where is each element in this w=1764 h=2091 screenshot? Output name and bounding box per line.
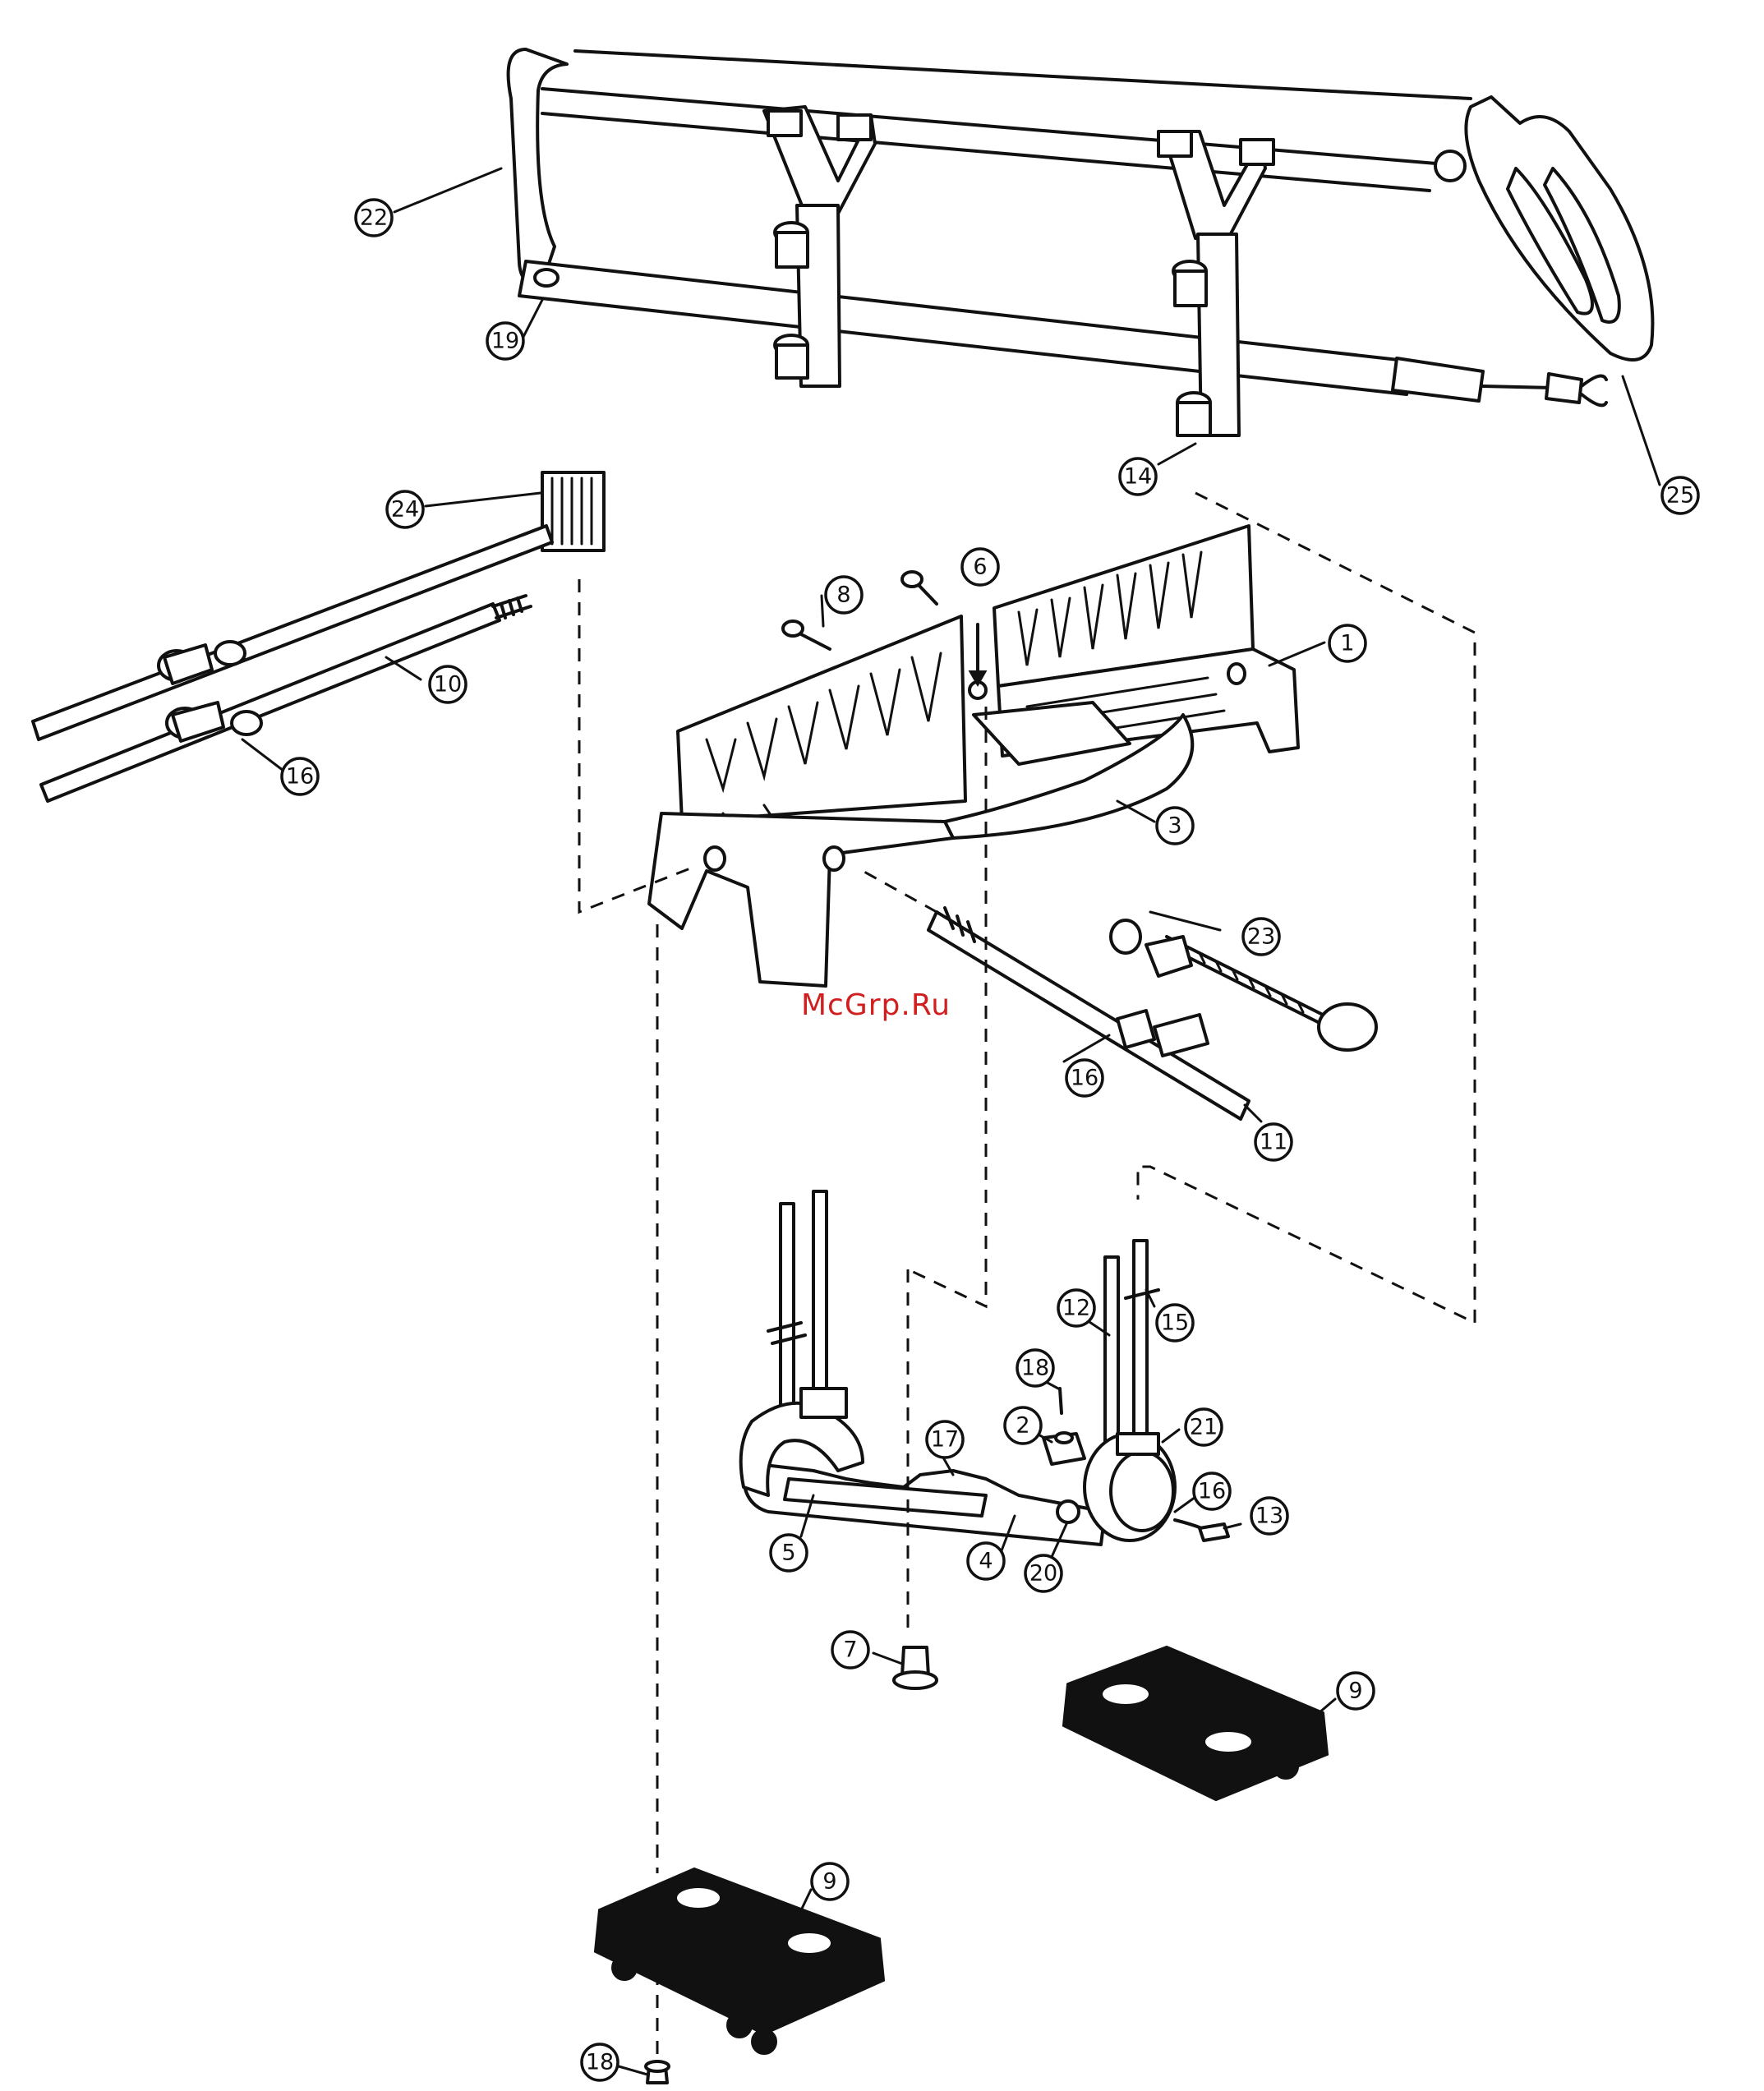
callout-label: 3	[1168, 813, 1181, 839]
callout-13: 13	[1251, 1498, 1287, 1534]
callout-17: 17	[927, 1421, 963, 1458]
callout-label: 4	[979, 1549, 993, 1574]
callout-label: 14	[1124, 464, 1152, 490]
callout-label: 9	[1348, 1679, 1362, 1704]
callout-2: 2	[1005, 1407, 1041, 1444]
callout-label: 20	[1029, 1561, 1057, 1587]
callout-10: 10	[430, 666, 466, 702]
callout-21: 21	[1186, 1409, 1222, 1445]
callout-18-upper: 18	[1017, 1350, 1053, 1386]
callout-label: 23	[1247, 924, 1275, 950]
callout-label: 7	[843, 1637, 857, 1663]
callout-16-left: 16	[282, 758, 318, 794]
callout-8: 8	[826, 577, 862, 613]
callout-label: 18	[1021, 1356, 1049, 1381]
callout-label: 6	[973, 555, 987, 580]
left-stop-rod-assembly	[33, 472, 604, 801]
callout-label: 11	[1260, 1130, 1287, 1155]
callout-15: 15	[1157, 1305, 1193, 1341]
callout-label: 19	[491, 329, 519, 354]
callout-9-right: 9	[1338, 1673, 1374, 1709]
callout-18-lower: 18	[582, 2044, 618, 2080]
callout-16-right: 16	[1194, 1473, 1230, 1509]
callout-label: 15	[1161, 1310, 1189, 1336]
right-stop-rod-assembly	[928, 908, 1376, 1119]
saw-frame-assembly	[509, 49, 1653, 435]
callout-16-middle: 16	[1066, 1060, 1103, 1096]
callout-label: 1	[1340, 631, 1354, 656]
callout-label: 16	[1198, 1479, 1226, 1504]
callout-label: 22	[360, 205, 388, 231]
callout-22: 22	[356, 200, 392, 236]
callout-5: 5	[771, 1535, 807, 1571]
callout-20: 20	[1025, 1555, 1062, 1591]
callout-4: 4	[968, 1543, 1004, 1579]
miter-box-body	[649, 526, 1298, 986]
watermark-text: McGrp.Ru	[801, 988, 951, 1022]
base-frame-assembly	[741, 1191, 1228, 1545]
callout-1: 1	[1329, 625, 1366, 661]
callout-12: 12	[1058, 1290, 1094, 1326]
callout-label: 24	[391, 497, 419, 523]
callout-9-left: 9	[812, 1863, 848, 1900]
callout-11: 11	[1255, 1124, 1292, 1160]
rubber-feet	[596, 1647, 1327, 2083]
callout-label: 21	[1190, 1415, 1218, 1440]
callout-25: 25	[1662, 477, 1698, 514]
callout-label: 17	[931, 1427, 959, 1453]
callout-label: 9	[822, 1869, 836, 1895]
callout-6: 6	[962, 549, 998, 585]
callout-label: 16	[286, 764, 314, 790]
callout-label: 12	[1062, 1296, 1090, 1321]
callout-label: 25	[1666, 483, 1694, 509]
callout-label: 5	[781, 1541, 795, 1566]
callout-14: 14	[1120, 458, 1156, 495]
leader-lines	[242, 168, 1660, 2075]
callout-label: 10	[434, 672, 462, 698]
callout-label: 13	[1255, 1504, 1283, 1529]
callout-19: 19	[487, 323, 523, 359]
callout-label: 8	[836, 583, 850, 608]
callout-7: 7	[832, 1632, 868, 1668]
callout-23: 23	[1243, 919, 1279, 955]
callout-3: 3	[1157, 808, 1193, 844]
callout-24: 24	[387, 491, 423, 527]
callout-label: 16	[1071, 1066, 1098, 1091]
callout-label: 18	[586, 2050, 614, 2075]
callout-label: 2	[1016, 1413, 1029, 1439]
